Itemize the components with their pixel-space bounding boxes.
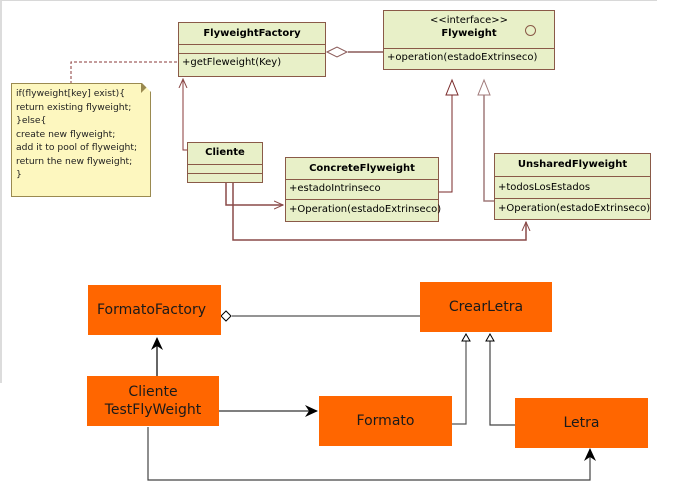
class-operations: +Operation(estadoExtrinseco) xyxy=(498,203,651,214)
top-diagram-frame xyxy=(0,0,657,383)
note-line: return existing flyweight; xyxy=(16,101,132,113)
class-operations xyxy=(188,174,262,183)
unshared-inherits-line xyxy=(483,85,494,202)
class-name: FlyweightFactory xyxy=(179,23,325,45)
interface-circle-icon xyxy=(525,25,536,36)
note-line: return the new flyweight; xyxy=(16,155,133,167)
inheritance-triangle-icon xyxy=(461,332,471,342)
letra-inherits-line xyxy=(489,341,515,426)
inheritance-triangle-icon xyxy=(485,332,495,342)
cliente-concrete-line xyxy=(225,183,283,205)
crear-letra-box[interactable]: CrearLetra xyxy=(420,282,552,332)
class-attributes: +estadoIntrinseco xyxy=(286,180,438,200)
class-name: ConcreteFlyweight xyxy=(286,158,438,180)
box-label: FormatoFactory xyxy=(97,302,207,318)
formato-inherits-line xyxy=(451,341,467,425)
letra-box[interactable]: Letra xyxy=(515,398,648,448)
concrete-inherits-line xyxy=(438,85,453,193)
class-name: Flyweight xyxy=(441,28,497,39)
aggregation-diamond-icon xyxy=(220,310,232,322)
stereotype-label: <<interface>> xyxy=(429,15,509,26)
class-name: Cliente xyxy=(188,143,262,165)
class-operations: +operation(estadoExtrinseco) xyxy=(387,52,538,63)
cliente-box[interactable]: Cliente TestFlyWeight xyxy=(87,376,219,426)
box-label-line1: Cliente xyxy=(128,384,178,400)
inheritance-triangle-icon xyxy=(445,78,459,96)
note-line: } xyxy=(16,169,22,180)
interface-header: <<interface>> Flyweight xyxy=(384,11,554,49)
factory-note: if(flyweight[key] exist){ return existin… xyxy=(11,83,151,197)
class-attributes: +todosLosEstados xyxy=(495,177,650,199)
class-attributes xyxy=(188,165,262,174)
cliente-letra-line xyxy=(147,427,596,481)
cliente-unshared-line xyxy=(232,183,526,241)
class-operations: +getFleweight(Key) xyxy=(182,57,282,68)
note-line: add it to pool of flyweight; xyxy=(16,142,138,153)
class-operations: +Operation(estadoExtrinseco) xyxy=(289,204,442,215)
flyweight-factory-class[interactable]: FlyweightFactory +getFleweight(Key) xyxy=(178,22,326,77)
formato-factory-box[interactable]: FormatoFactory xyxy=(88,285,221,335)
box-label-line2: TestFlyWeight xyxy=(104,402,202,418)
flyweight-interface[interactable]: <<interface>> Flyweight +operation(estad… xyxy=(383,10,555,70)
note-line: }else{ xyxy=(16,115,47,126)
note-link-line xyxy=(70,61,180,84)
cliente-factory-line xyxy=(183,79,187,151)
formato-box[interactable]: Formato xyxy=(319,396,452,446)
class-name: UnsharedFlyweight xyxy=(495,154,650,177)
note-line: create new flyweight; xyxy=(16,128,116,140)
box-label: Formato xyxy=(356,413,415,429)
concrete-flyweight-class[interactable]: ConcreteFlyweight +estadoIntrinseco +Ope… xyxy=(285,157,442,222)
box-label: Letra xyxy=(563,415,600,431)
cliente-class[interactable]: Cliente xyxy=(187,142,263,183)
unshared-flyweight-class[interactable]: UnsharedFlyweight +todosLosEstados +Oper… xyxy=(494,153,651,220)
inheritance-triangle-icon xyxy=(477,78,491,96)
aggregation-diamond-icon xyxy=(325,46,349,58)
note-fold-mask xyxy=(142,83,151,92)
box-label: CrearLetra xyxy=(448,299,524,315)
note-line: if(flyweight[key] exist){ xyxy=(16,88,126,99)
class-attributes xyxy=(179,45,325,54)
